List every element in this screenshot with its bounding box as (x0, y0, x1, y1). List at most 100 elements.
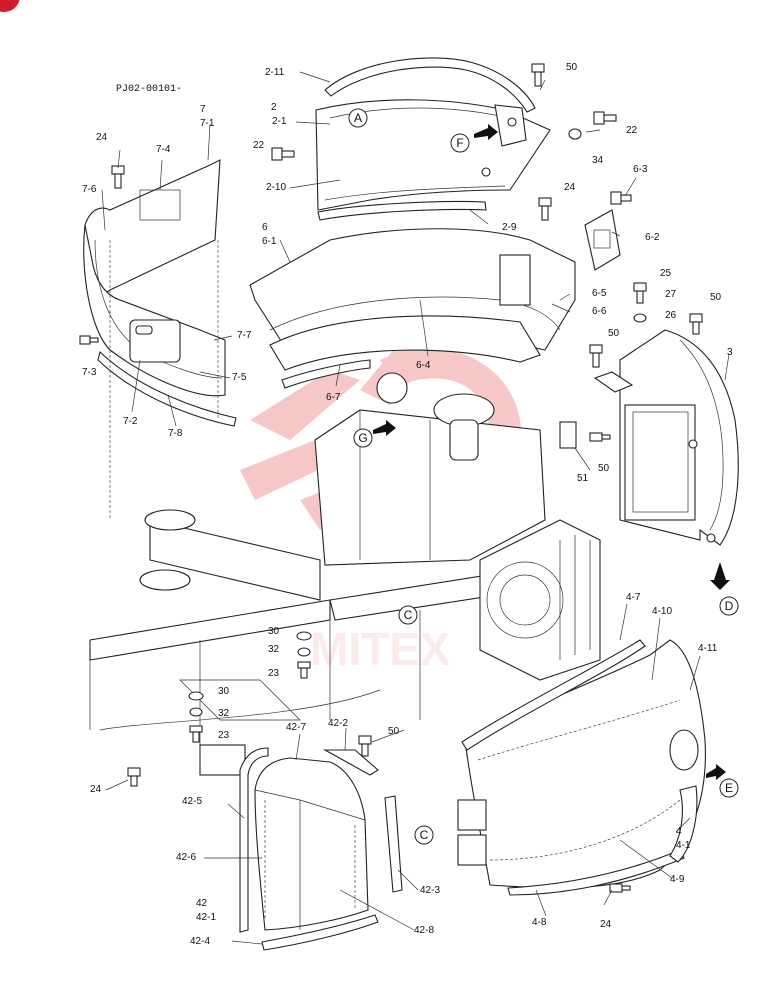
bolt-icon (127, 767, 141, 787)
svg-text:E: E (725, 781, 733, 795)
part-label: 26 (665, 310, 677, 321)
right-door-3 (593, 329, 739, 546)
bolt-icon (689, 313, 703, 335)
bracket-icon (559, 421, 577, 449)
washer-icon (633, 313, 647, 323)
part-label: 24 (90, 784, 102, 795)
part-label: 2-1 (272, 116, 287, 127)
hardware (79, 63, 703, 893)
view-marker-e: E (719, 778, 739, 798)
part-label: 4-1 (676, 840, 691, 851)
top-cover-assembly (315, 57, 551, 221)
part-label: 7-7 (237, 330, 252, 341)
reference-code: PJ02-00101- (116, 84, 182, 95)
svg-text:D: D (725, 599, 734, 613)
part-label: 4-8 (532, 917, 547, 928)
part-label: 3 (727, 347, 733, 358)
part-label: 42-8 (414, 925, 434, 936)
view-markers: A F G C D E C (348, 108, 739, 845)
view-marker-g: G (353, 428, 373, 448)
part-label: 24 (96, 132, 108, 143)
part-label: 2 (271, 102, 277, 113)
part-label: 2-10 (266, 182, 286, 193)
view-arrows (373, 124, 730, 780)
bolt-icon (633, 282, 647, 304)
part-label: 4-10 (652, 606, 672, 617)
part-label: 4-11 (698, 643, 718, 654)
part-label: 2-11 (265, 67, 285, 78)
part-label: 7-3 (82, 367, 97, 378)
svg-text:A: A (354, 111, 362, 125)
part-label: 24 (600, 919, 612, 930)
part-label: 25 (660, 268, 672, 279)
bolt-icon (189, 725, 203, 743)
bolt-icon (593, 111, 617, 125)
view-marker-c-top: C (398, 605, 418, 625)
part-label: 6-6 (592, 306, 607, 317)
part-label: 30 (268, 626, 280, 637)
part-label: 51 (577, 473, 589, 484)
bolt-icon (358, 735, 372, 757)
part-label: 23 (218, 730, 230, 741)
rear-cover-4 (457, 639, 706, 896)
part-label: 42 (196, 898, 208, 909)
part-label: 50 (388, 726, 400, 737)
bolt-icon (538, 197, 552, 221)
part-label: 50 (598, 463, 610, 474)
part-label: 42-1 (196, 912, 216, 923)
part-label: 50 (710, 292, 722, 303)
svg-text:C: C (404, 608, 413, 622)
svg-text:C: C (420, 828, 429, 842)
part-label: 30 (218, 686, 230, 697)
part-label: 6-2 (645, 232, 660, 243)
corner-badge (0, 0, 20, 12)
part-label: 2-9 (502, 222, 517, 233)
part-label: 4 (676, 826, 682, 837)
part-label: 32 (218, 708, 230, 719)
part-label: 42-7 (286, 722, 306, 733)
bolt-icon (531, 63, 545, 87)
part-label: 42-3 (420, 885, 440, 896)
part-label: 6-4 (416, 360, 431, 371)
part-label: 23 (268, 668, 280, 679)
washer-icon (296, 631, 312, 657)
view-marker-c-bottom: C (414, 825, 434, 845)
bolt-icon (271, 147, 295, 161)
bolt-icon (297, 661, 311, 679)
view-marker-f: F (450, 133, 470, 153)
part-label: 22 (626, 125, 638, 136)
washer-icon (568, 128, 582, 140)
part-label: 7-2 (123, 416, 138, 427)
cover-6-assembly (249, 209, 621, 389)
front-cover-42 (239, 747, 403, 951)
part-label: 6-1 (262, 236, 277, 247)
part-label: 7-8 (168, 428, 183, 439)
part-label: 7-1 (200, 118, 215, 129)
svg-text:F: F (456, 136, 463, 150)
bolt-icon (589, 432, 611, 442)
left-side-cover-7 (83, 159, 237, 520)
part-label: 24 (564, 182, 576, 193)
part-label: 42-6 (176, 852, 196, 863)
part-label: 7-4 (156, 144, 171, 155)
bolt-icon (79, 335, 99, 345)
part-label: 4-7 (626, 592, 641, 603)
part-label: 6 (262, 222, 268, 233)
part-label: 6-5 (592, 288, 607, 299)
part-label: 6-3 (633, 164, 648, 175)
view-marker-a: A (348, 108, 368, 128)
part-label: 6-7 (326, 392, 341, 403)
svg-text:G: G (358, 431, 367, 445)
part-label: 50 (608, 328, 620, 339)
part-label: 32 (268, 644, 280, 655)
part-label: 42-5 (182, 796, 202, 807)
view-marker-d: D (719, 596, 739, 616)
bolt-icon (111, 165, 125, 189)
part-label: 34 (592, 155, 604, 166)
part-label: 4-9 (670, 874, 685, 885)
part-label: 22 (253, 140, 265, 151)
part-label: 7-6 (82, 184, 97, 195)
bolt-icon (609, 883, 631, 893)
watermark-text: MITEX (310, 623, 451, 675)
